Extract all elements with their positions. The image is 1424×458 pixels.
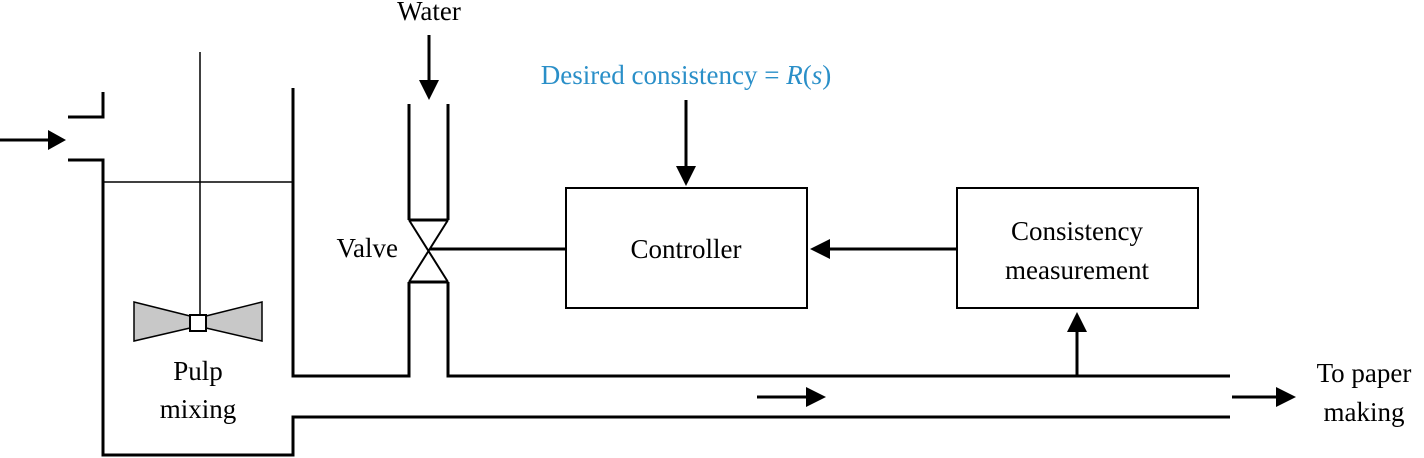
sensor-arrowhead [1067, 312, 1087, 332]
agitator-hub [189, 314, 207, 332]
inlet-spout-bottom [68, 158, 1230, 457]
pulp-label-line2: mixing [160, 394, 237, 424]
agitator-blade-left [133, 301, 191, 342]
output-arrowhead [1276, 387, 1296, 407]
pulp-label-line1: Pulp [173, 356, 223, 386]
feedback-arrowhead [810, 239, 830, 259]
controller-block [565, 187, 808, 309]
output-label-line2: making [1324, 397, 1405, 427]
desired-close: ) [822, 60, 831, 90]
flow-arrowhead [806, 387, 826, 407]
measurement-label-line1: Consistency [1011, 216, 1143, 246]
inlet-arrowhead [48, 130, 66, 150]
desired-consistency-label: Desired consistency = R(s) [541, 60, 831, 90]
desired-open: ( [803, 60, 812, 90]
output-label-line1: To paper [1317, 358, 1412, 388]
tank-right-wall [291, 88, 411, 378]
controller-label: Controller [631, 234, 742, 264]
measurement-block [956, 187, 1199, 309]
water-label: Water [397, 0, 461, 26]
pipe-top-wall [446, 282, 1230, 378]
desired-s: s [812, 60, 823, 90]
water-arrowhead [419, 80, 439, 100]
desired-prefix: Desired consistency = [541, 60, 786, 90]
valve-label: Valve [337, 233, 398, 263]
valve-body [408, 219, 449, 283]
desired-r: R [785, 60, 803, 90]
inlet-spout-top [68, 92, 105, 119]
measurement-label-line2: measurement [1005, 255, 1149, 285]
setpoint-arrowhead [676, 166, 696, 186]
agitator-blade-right [205, 301, 263, 342]
